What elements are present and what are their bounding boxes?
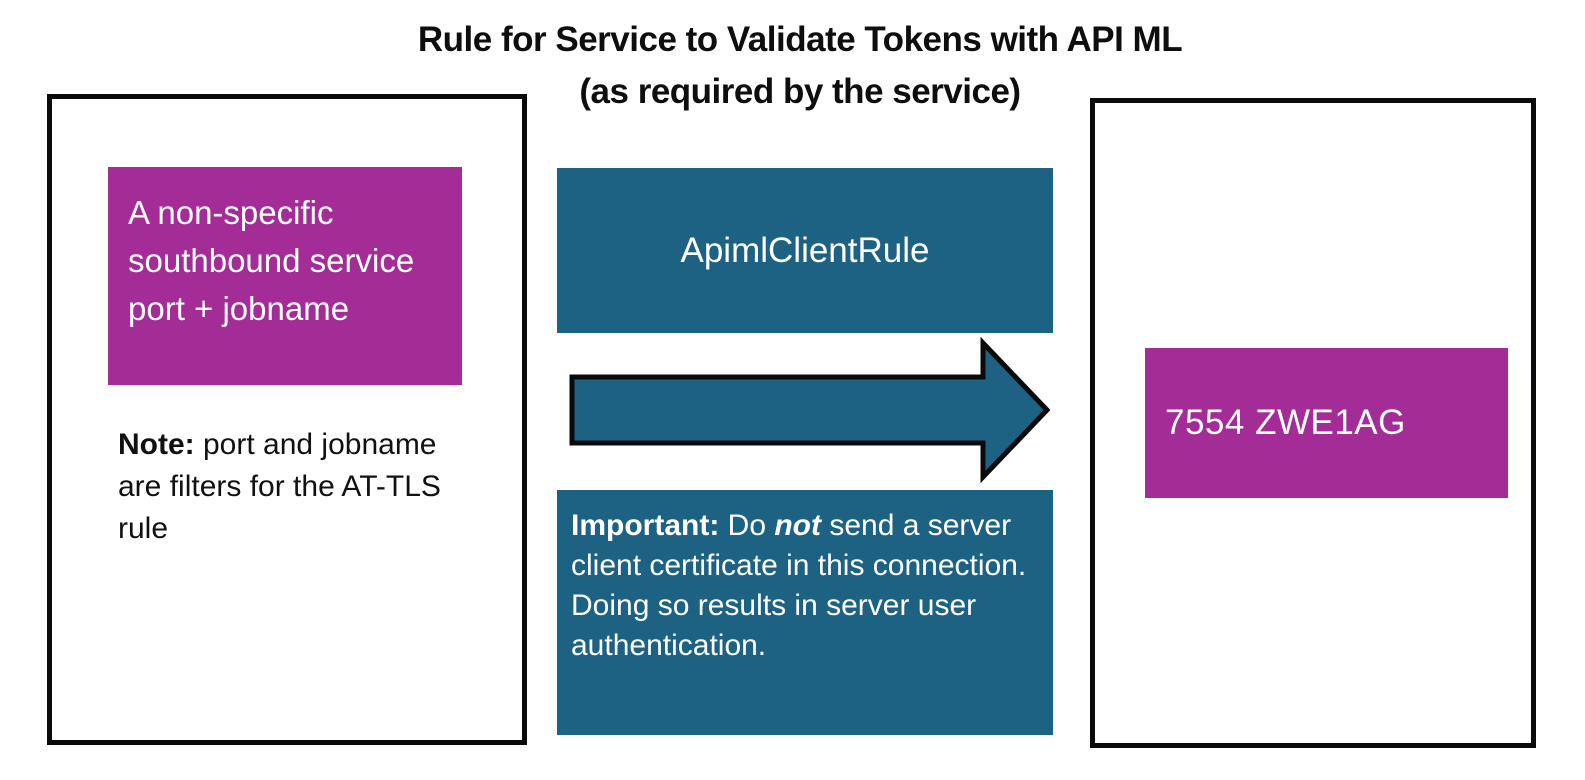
port-jobname-box: 7554 ZWE1AG	[1145, 348, 1508, 498]
apiml-client-rule-box: ApimlClientRule	[557, 168, 1053, 333]
note-label: Note:	[118, 428, 195, 461]
note-body: port and jobname are filters for the AT-…	[118, 428, 441, 545]
important-label: Important:	[571, 509, 720, 542]
important-body: send a server client certificate in this…	[571, 509, 1027, 662]
flow-arrow-shape	[569, 336, 1051, 484]
important-emphasis: not	[774, 509, 821, 542]
diagram-title-line2: (as required by the service)	[579, 72, 1021, 111]
service-port-box: A non-specific southbound service port +…	[108, 167, 462, 385]
diagram-title: Rule for Service to Validate Tokens with…	[0, 14, 1585, 118]
note-text: Note: port and jobname are filters for t…	[118, 424, 468, 550]
diagram-title-line1: Rule for Service to Validate Tokens with…	[417, 20, 1183, 59]
flow-arrow-icon	[569, 336, 1051, 484]
important-note-box: Important: Do not send a server client c…	[557, 490, 1053, 735]
important-pre: Do	[719, 509, 775, 542]
